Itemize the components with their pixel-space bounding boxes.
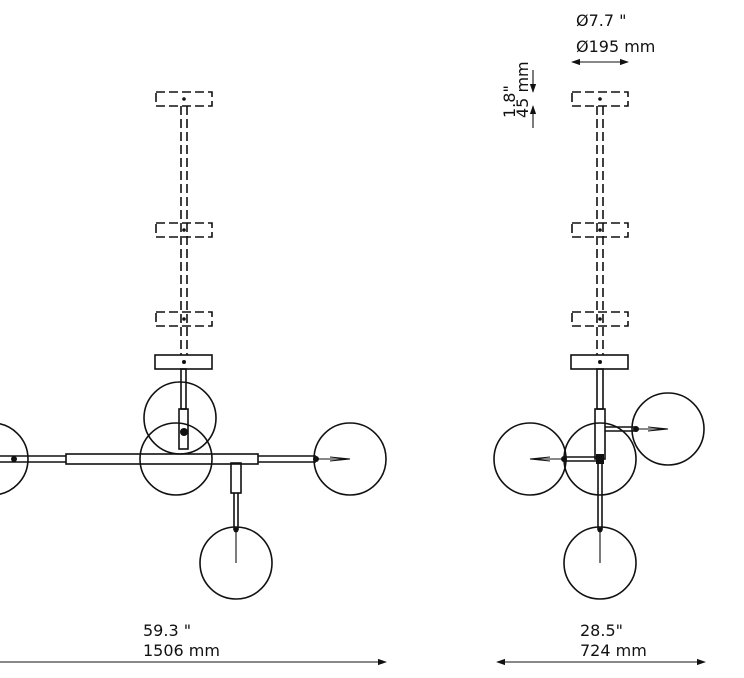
front-drop-stem [230, 462, 242, 563]
side-width-inches: 28.5" [580, 621, 623, 640]
side-view: Ø7.7 " Ø195 mm 1.8" 45 mm [493, 11, 706, 666]
front-dashed-rod [180, 106, 188, 355]
front-view: 59.3 " 1506 mm [0, 91, 387, 666]
side-dashed-canopy-plates [571, 91, 629, 327]
front-dashed-canopy-plates [155, 91, 213, 327]
canopy-diameter-inches: Ø7.7 " [576, 11, 626, 30]
front-width-mm: 1506 mm [143, 641, 220, 660]
canopy-height-inches: 1.8" [500, 85, 519, 118]
side-arms [529, 426, 669, 563]
side-width-mm: 724 mm [580, 641, 647, 660]
front-arm [0, 453, 351, 465]
front-globes [0, 381, 387, 600]
side-dashed-rod [596, 106, 604, 355]
canopy-diameter-mm: Ø195 mm [576, 37, 655, 56]
side-globes [493, 392, 705, 600]
front-width-inches: 59.3 " [143, 621, 191, 640]
canopy-height-mm: 45 mm [513, 61, 532, 118]
